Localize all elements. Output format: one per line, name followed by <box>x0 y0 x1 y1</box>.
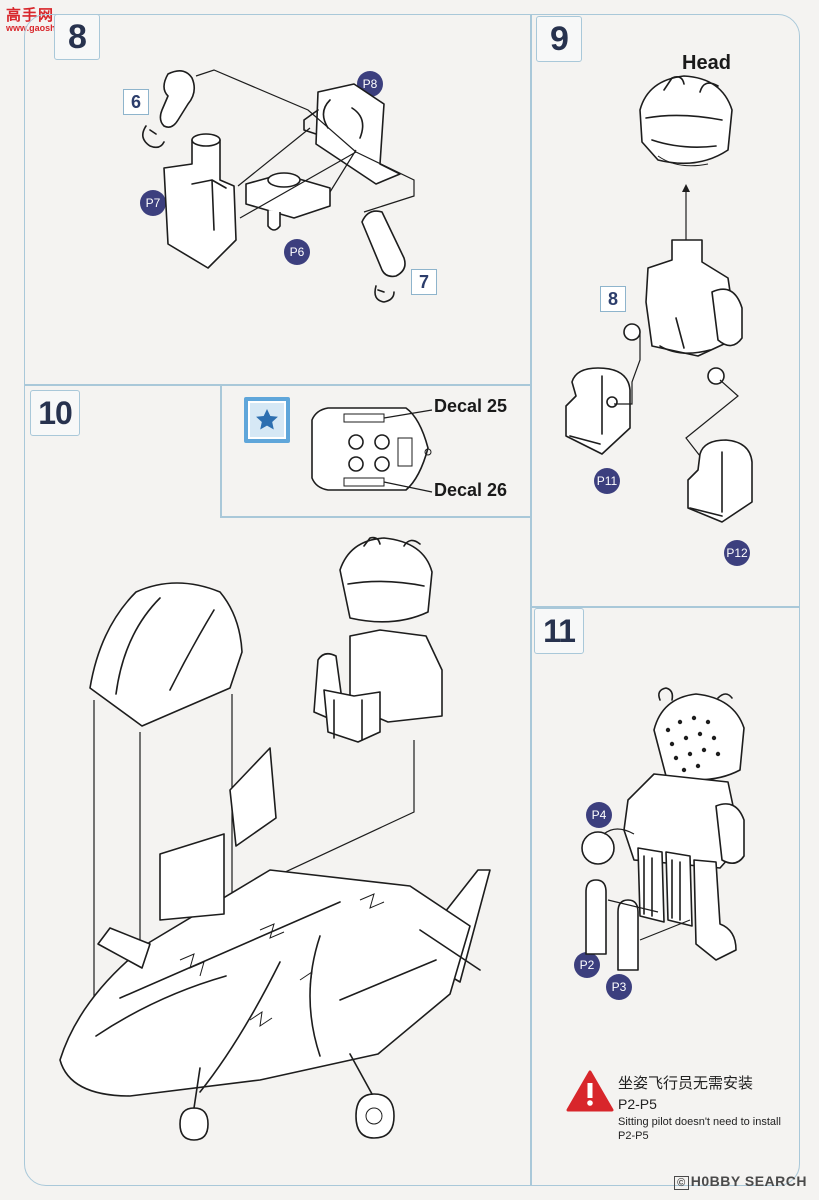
step-9-number: 9 <box>536 16 582 62</box>
site-logo-url: www.gaoshou.com <box>6 23 88 33</box>
part-badge-p12: P12 <box>724 540 750 566</box>
head-label: Head <box>682 52 731 74</box>
copyright-mark: © <box>674 1176 689 1190</box>
part-badge-p6: P6 <box>284 239 310 265</box>
note-parts: P2-P5 <box>618 1096 657 1112</box>
part-badge-p3: P3 <box>606 974 632 1000</box>
watermark-brand: H0BBY SEARCH <box>690 1173 807 1189</box>
part-badge-p2: P2 <box>574 952 600 978</box>
step-8-number: 8 <box>54 14 100 60</box>
star-icon <box>250 403 284 437</box>
warning-icon <box>566 1070 614 1112</box>
decal-25-label: Decal 25 <box>434 396 508 416</box>
hobby-search-watermark: ©H0BBY SEARCH <box>674 1173 807 1190</box>
page-frame <box>24 14 800 1186</box>
sub-step-8: 8 <box>600 286 626 312</box>
note-english: Sitting pilot doesn't need to install P2… <box>618 1116 781 1142</box>
decal-26-label: Decal 26 <box>434 480 508 500</box>
sub-step-7: 7 <box>411 269 437 295</box>
sub-step-6: 6 <box>123 89 149 115</box>
divider-vertical <box>530 14 532 1186</box>
part-badge-p4: P4 <box>586 802 612 828</box>
step-11-number: 11 <box>534 608 584 654</box>
part-badge-p7: P7 <box>140 190 166 216</box>
decal-box-bottom <box>220 516 530 518</box>
star-icon-box <box>244 397 290 443</box>
divider-step8-bottom <box>24 384 530 386</box>
part-badge-p11: P11 <box>594 468 620 494</box>
note-chinese: 坐姿飞行员无需安装 <box>618 1075 754 1092</box>
divider-step9-bottom <box>530 606 800 608</box>
step-10-number: 10 <box>30 390 80 436</box>
decal-box-left <box>220 384 222 516</box>
